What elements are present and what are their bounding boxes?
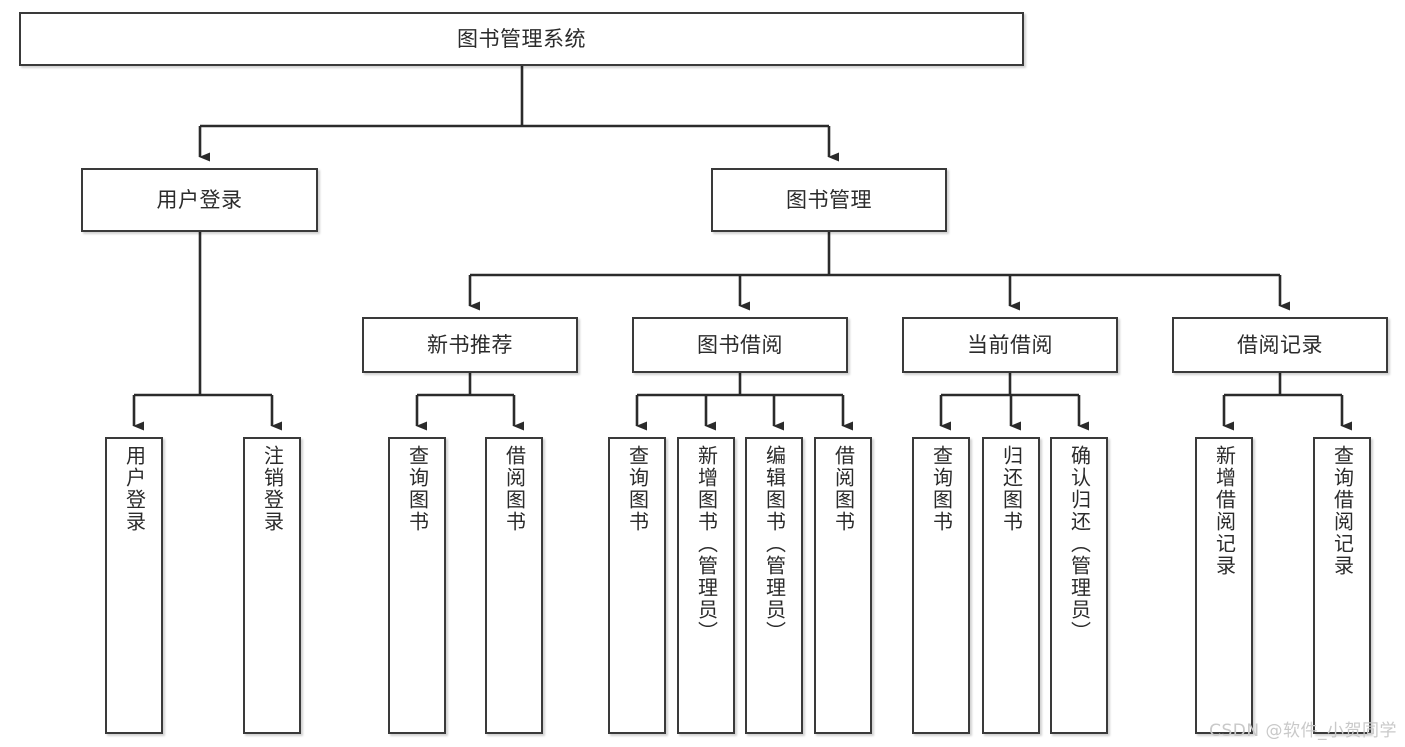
node-label: 新增借阅记录 [1212, 445, 1237, 577]
node-label: 图书管理系统 [457, 26, 586, 51]
node-label: 确认归还（管理员） [1067, 445, 1092, 643]
node-label: 当前借阅 [967, 332, 1053, 357]
node-label: 用户登录 [122, 445, 147, 533]
node-label: 编辑图书（管理员） [762, 445, 787, 643]
node-label: 图书管理 [786, 187, 872, 212]
node-label: 借阅记录 [1237, 332, 1323, 357]
watermark: CSDN @软件_小贺同学 [1209, 721, 1397, 741]
node-label: 查询借阅记录 [1330, 445, 1355, 577]
node-bookmgmt[interactable]: 图书管理 [711, 168, 947, 232]
node-label: 借阅图书 [831, 445, 856, 533]
node-label: 归还图书 [999, 445, 1024, 533]
node-leaf-rec-1[interactable]: 新增借阅记录 [1195, 437, 1253, 734]
node-label: 用户登录 [156, 187, 243, 212]
node-borrow[interactable]: 图书借阅 [632, 317, 848, 373]
node-current[interactable]: 当前借阅 [902, 317, 1118, 373]
node-label: 新书推荐 [427, 332, 513, 357]
node-login[interactable]: 用户登录 [81, 168, 318, 232]
node-leaf-new-1[interactable]: 查询图书 [388, 437, 446, 734]
node-label: 注销登录 [260, 445, 285, 533]
node-records[interactable]: 借阅记录 [1172, 317, 1388, 373]
node-leaf-new-2[interactable]: 借阅图书 [485, 437, 543, 734]
node-leaf-borrow-4[interactable]: 借阅图书 [814, 437, 872, 734]
node-leaf-borrow-2[interactable]: 新增图书（管理员） [677, 437, 735, 734]
node-leaf-cur-2[interactable]: 归还图书 [982, 437, 1040, 734]
node-leaf-borrow-3[interactable]: 编辑图书（管理员） [745, 437, 803, 734]
node-label: 查询图书 [405, 445, 430, 533]
node-label: 查询图书 [929, 445, 954, 533]
node-label: 图书借阅 [697, 332, 783, 357]
node-leaf-cur-1[interactable]: 查询图书 [912, 437, 970, 734]
node-root[interactable]: 图书管理系统 [19, 12, 1024, 66]
node-leaf-cur-3[interactable]: 确认归还（管理员） [1050, 437, 1108, 734]
node-leaf-login-2[interactable]: 注销登录 [243, 437, 301, 734]
node-leaf-rec-2[interactable]: 查询借阅记录 [1313, 437, 1371, 734]
node-label: 新增图书（管理员） [694, 445, 719, 643]
node-label: 查询图书 [625, 445, 650, 533]
node-leaf-login-1[interactable]: 用户登录 [105, 437, 163, 734]
node-newbook[interactable]: 新书推荐 [362, 317, 578, 373]
node-label: 借阅图书 [502, 445, 527, 533]
node-leaf-borrow-1[interactable]: 查询图书 [608, 437, 666, 734]
